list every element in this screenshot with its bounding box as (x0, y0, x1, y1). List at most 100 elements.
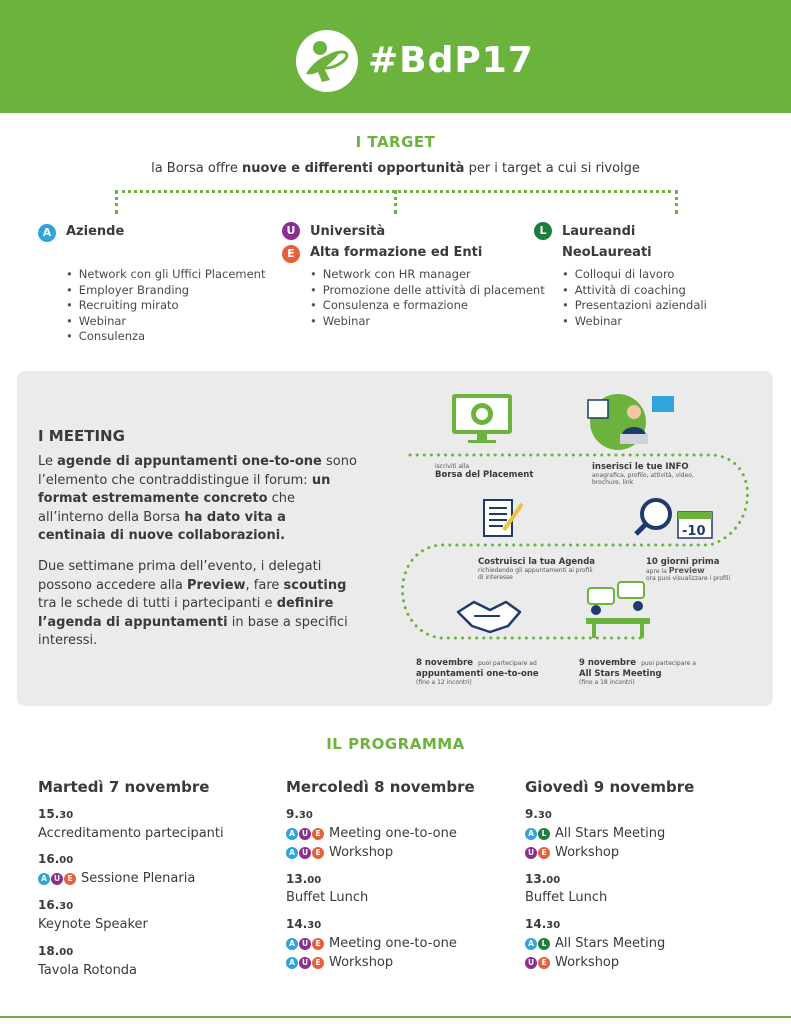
target-list-aziende: Network con gli Uffici Placement Employe… (66, 267, 266, 345)
target-heading-enti: Alta formazione ed Enti (310, 245, 483, 260)
list-item: Network con HR manager (310, 267, 545, 283)
time-slot: 14.30 (525, 917, 561, 931)
day-title: Martedì 7 novembre (38, 778, 210, 796)
event-item: Keynote Speaker (38, 917, 148, 932)
list-item: Attività di coaching (562, 283, 707, 299)
text: Le (38, 454, 58, 469)
bold-text: ha dato vita a centinaia di nuove collab… (38, 509, 286, 544)
monitor-icon (452, 394, 512, 443)
meeting-people-icon (586, 581, 650, 638)
event-label: Meeting one-to-one (329, 826, 457, 841)
target-subtitle: la Borsa offre nuove e differenti opport… (151, 161, 640, 176)
target-badge-a: A (286, 847, 298, 859)
list-item: Webinar (310, 314, 545, 330)
target-badge-a: A (286, 938, 298, 950)
event-label: Workshop (555, 845, 620, 860)
meeting-paragraph-2: Due settimane prima dell’evento, i deleg… (38, 558, 358, 651)
meeting-panel (17, 371, 773, 706)
list-item: Webinar (562, 314, 707, 330)
event-label: Sessione Plenaria (81, 871, 196, 886)
target-badge-u: U (525, 847, 537, 859)
step-5-label: 8 novembre puoi partecipare ad appuntame… (416, 658, 539, 686)
target-heading-aziende: Aziende (66, 224, 125, 239)
target-badge-u: U (299, 957, 311, 969)
target-badge-u: U (51, 873, 63, 885)
text: che all’interno della Borsa (38, 491, 296, 525)
event-item: Buffet Lunch (525, 890, 607, 905)
target-badge-e: E (312, 938, 324, 950)
badge-laureandi: L (534, 222, 552, 240)
event-label: Workshop (329, 845, 394, 860)
text: tra le schede di tutti i partecipanti e (38, 596, 277, 611)
target-badge-e: E (64, 873, 76, 885)
target-badge-e: E (312, 847, 324, 859)
list-item: Consulenza e formazione (310, 298, 545, 314)
time-slot: 9.30 (286, 807, 313, 821)
day-title: Mercoledì 8 novembre (286, 778, 475, 796)
text: , fare (245, 577, 284, 593)
time-slot: 15.30 (38, 807, 74, 821)
bold-text: un format estremamente concreto (38, 472, 331, 507)
badge-universita: U (282, 222, 300, 240)
list-item: Webinar (66, 314, 265, 330)
bottom-divider (0, 1016, 791, 1018)
event-label: Workshop (329, 955, 394, 970)
target-divider-drop (115, 190, 118, 214)
event-item: Accreditamento partecipanti (38, 826, 224, 841)
target-badge-a: A (286, 828, 298, 840)
event-label: Meeting one-to-one (329, 936, 457, 951)
list-item: Colloqui di lavoro (562, 267, 707, 283)
target-badge-a: A (38, 873, 50, 885)
bold-text: scouting (283, 577, 347, 593)
event-label: Buffet Lunch (525, 890, 608, 905)
list-item: Recruiting mirato (66, 298, 265, 314)
list-item: Network con gli Uffici Placement (66, 267, 266, 283)
event-label: Accreditamento partecipanti (38, 826, 224, 841)
bold-text: Preview (187, 577, 246, 593)
meeting-title: I MEETING (38, 427, 125, 445)
event-label: Tavola Rotonda (38, 963, 138, 978)
event-item: Tavola Rotonda (38, 963, 137, 978)
meeting-flow-diagram: -10 (401, 394, 749, 640)
event-label: Workshop (555, 955, 620, 970)
text: in base a specifici interessi. (38, 614, 348, 649)
time-slot: 16.00 (38, 852, 74, 866)
event-label: All Stars Meeting (555, 936, 666, 951)
time-slot: 13.00 (525, 872, 561, 886)
meeting-paragraph-1: Le agende di appuntamenti one-to-one son… (38, 453, 358, 546)
list-item: Consulenza (66, 329, 265, 345)
bold-text: agende di appuntamenti one-to-one (57, 454, 322, 469)
step-2-label: inserisci le tue INFO anagrafica, profil… (592, 462, 694, 486)
bdp-logo-icon (296, 30, 358, 92)
target-badge-a: A (525, 828, 537, 840)
countdown-text: -10 (682, 524, 706, 539)
target-badge-e: E (538, 957, 550, 969)
event-item: Buffet Lunch (286, 890, 368, 905)
time-slot: 9.30 (525, 807, 552, 821)
list-item: Presentazioni aziendali (562, 298, 707, 314)
target-badge-e: E (312, 957, 324, 969)
list-item: Employer Branding (66, 283, 265, 299)
day-title: Giovedì 9 novembre (525, 778, 695, 796)
badge-enti: E (282, 245, 300, 263)
person-laptop-icon (587, 394, 674, 450)
target-badge-u: U (299, 847, 311, 859)
step-1-label: iscriviti alla Borsa del Placement (435, 463, 534, 480)
target-list-universita: Network con HR manager Promozione delle … (310, 267, 545, 329)
time-slot: 18.00 (38, 944, 74, 958)
target-badge-l: L (538, 938, 550, 950)
target-heading-universita: Università (310, 224, 386, 239)
target-badge-e: E (538, 847, 550, 859)
text: Due settimane prima dell’evento, i deleg… (38, 559, 322, 593)
target-heading-laureandi: Laureandi (562, 224, 636, 239)
header-banner: #BdP17 (0, 0, 791, 113)
step-6-label: 9 novembre puoi partecipare a All Stars … (579, 658, 696, 686)
target-badge-e: E (312, 828, 324, 840)
